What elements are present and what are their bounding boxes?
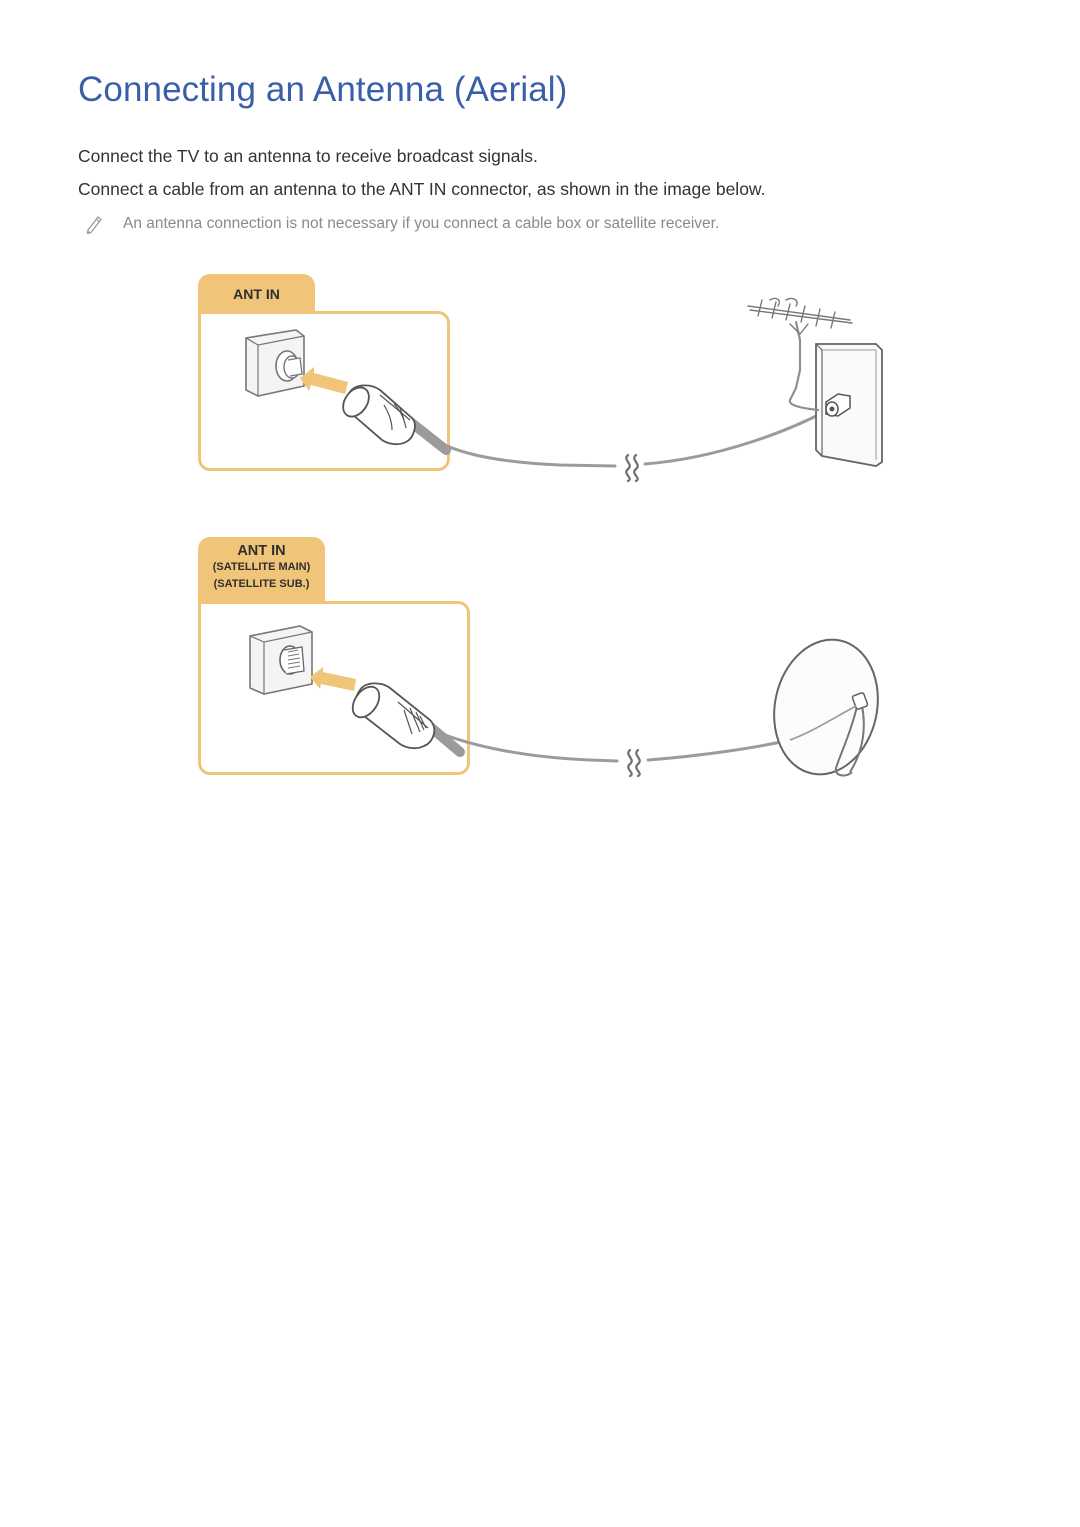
wall-socket-icon <box>815 343 883 467</box>
satellite-ant-in-label: ANT IN (SATELLITE MAIN) (SATELLITE SUB.) <box>198 537 325 604</box>
satellite-panel <box>198 601 470 775</box>
satellite-cable-right <box>646 738 792 762</box>
intro-paragraph: Connect the TV to an antenna to receive … <box>78 146 538 166</box>
instruction-paragraph: Connect a cable from an antenna to the A… <box>78 179 766 199</box>
satellite-ant-in-label-text: ANT IN <box>237 543 286 559</box>
roof-antenna-icon <box>747 297 853 412</box>
note-text: An antenna connection is not necessary i… <box>123 215 720 232</box>
pencil-note-icon <box>84 213 104 235</box>
note: An antenna connection is not necessary i… <box>84 210 719 238</box>
satellite-dish-icon <box>773 638 879 777</box>
cable-break-icon <box>625 453 639 483</box>
satellite-main-label: (SATELLITE MAIN) <box>212 561 311 573</box>
ant-in-label-text: ANT IN <box>233 286 280 302</box>
ant-in-panel <box>198 311 450 471</box>
satellite-sub-label: (SATELLITE SUB.) <box>213 578 310 590</box>
cable-break-icon <box>627 748 641 778</box>
antenna-cable-right <box>643 409 828 466</box>
ant-in-label: ANT IN <box>198 274 315 314</box>
page-title: Connecting an Antenna (Aerial) <box>78 70 568 109</box>
